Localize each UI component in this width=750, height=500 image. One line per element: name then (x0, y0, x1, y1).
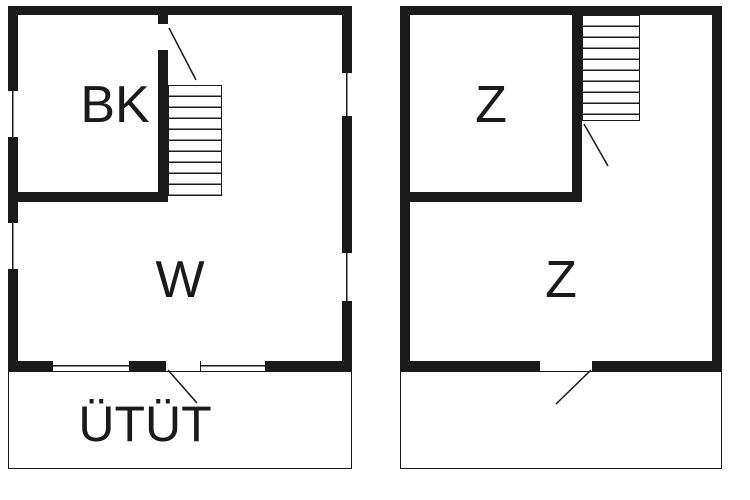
room-label-z-lower: Z (545, 250, 577, 309)
door-opening-to-terrace (166, 361, 200, 371)
right-plan-interior-wall-vertical (572, 6, 582, 202)
right-plan-wall-right (712, 6, 722, 371)
left-plan-wall-right (342, 6, 352, 371)
room-label-w: W (155, 250, 205, 309)
window-bottom-wall-left (52, 361, 130, 371)
window-left-wall-upper (8, 90, 18, 138)
terrace-right-plan (400, 371, 722, 469)
left-plan-interior-wall-horizontal (8, 192, 168, 202)
left-plan-interior-wall-vertical (158, 6, 168, 202)
window-left-wall-lower (8, 222, 18, 270)
left-plan-wall-top (8, 6, 352, 15)
door-opening-stair-landing (158, 24, 168, 50)
door-opening-to-balcony (540, 361, 592, 371)
window-bottom-wall-right (200, 361, 266, 371)
right-plan-interior-wall-horizontal (400, 192, 582, 202)
right-plan-wall-left (400, 6, 410, 371)
window-right-wall-upper (342, 72, 352, 117)
left-plan-wall-left (8, 6, 18, 371)
stairs-left-plan (168, 85, 222, 196)
right-plan-wall-top (400, 6, 722, 15)
window-right-wall-lower (342, 252, 352, 302)
room-label-bk: BK (80, 76, 150, 134)
terrace-label-utut: ÜTÜT (78, 396, 212, 452)
stair-direction-line-right-plan (583, 123, 609, 167)
stairs-right-plan (582, 15, 640, 121)
room-label-z-upper: Z (475, 76, 507, 134)
